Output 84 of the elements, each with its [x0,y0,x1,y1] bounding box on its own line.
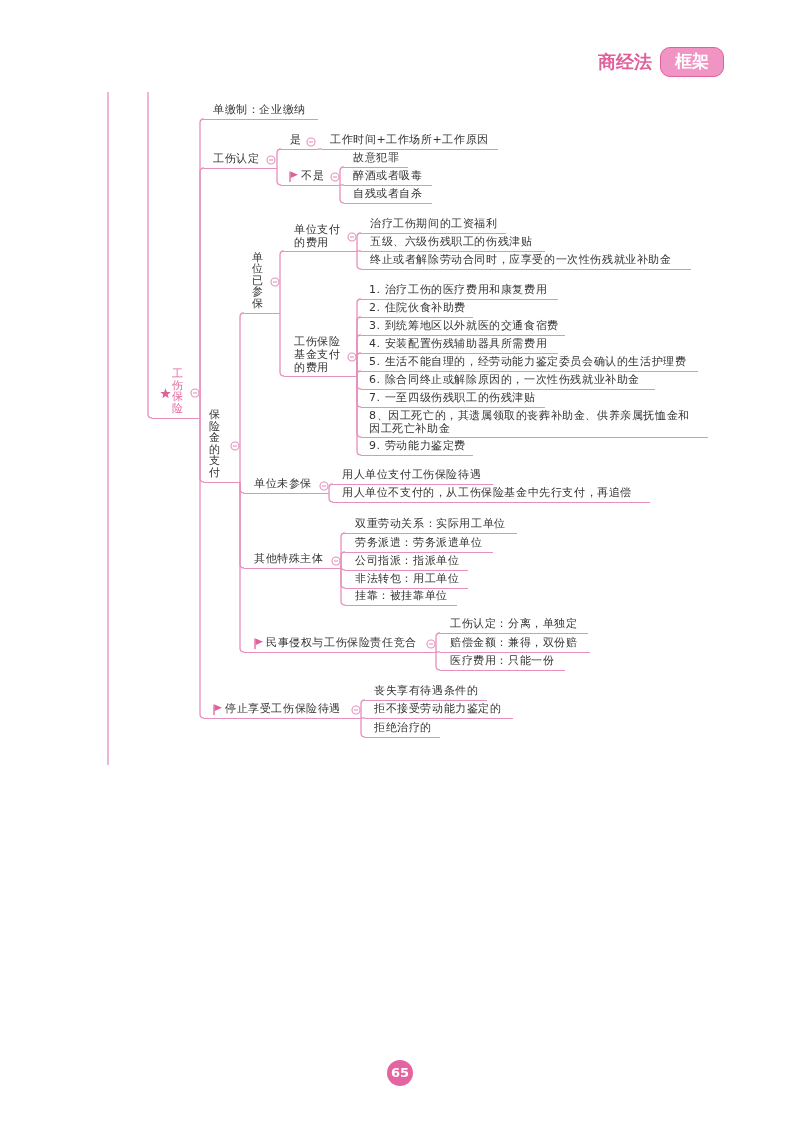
branch-connector [435,651,441,671]
topic-text: 双重劳动关系：实际用工单位 [355,515,506,531]
branch-connector [360,717,366,738]
topic-text: 挂靠：被挂靠单位 [355,587,448,603]
topic-text: 单位未参保 [254,475,312,491]
topic-text: 民事侵权与工伤保险责任竞合 [266,634,417,650]
branch-connector [239,481,245,653]
branch-connector [339,184,345,204]
topic-node [204,699,361,719]
topic-text: 用人单位不支付的，从工伤保险基金中先行支付，再追偿 [342,484,632,500]
topic-text: 6. 除合同终止或解除原因的，一次性伤残就业补助金 [369,371,640,387]
topic-text: 劳务派遣：劳务派遣单位 [355,534,483,550]
topic-text: 拒绝治疗的 [374,719,432,735]
topic-text: 工伤认定：分离，单独定 [450,615,578,631]
branch-connector [239,312,245,483]
topic-text: 保险金的支付 [209,409,221,479]
branch-connector [147,91,153,419]
branch-connector [340,551,346,569]
topic-text: 不是 [301,167,325,183]
topic-node [204,406,240,483]
topic-node [284,221,357,252]
topic-text: 7. 一至四级伤残职工的伤残津贴 [369,389,536,405]
topic-text: 工伤保险 [172,368,184,415]
branch-connector [356,250,362,252]
branch-connector [435,651,441,653]
topic-text: 工伤认定 [213,150,260,166]
branch-connector [317,148,323,150]
branch-connector [340,565,346,571]
topic-text: 非法转包：用工单位 [355,570,460,586]
topic-text: 工作时间+工作场所+工作原因 [330,131,489,147]
branch-connector [356,232,362,252]
topic-node [361,407,708,438]
topic-text: 五级、六级伤残职工的伤残津贴 [370,233,533,249]
topic-text: 公司指派：指派单位 [355,552,460,568]
branch-connector [328,492,334,503]
topic-text: 9. 劳动能力鉴定费 [369,437,466,453]
branch-connector [435,632,441,653]
topic-text: 8、因工死亡的，其遗属领取的丧葬补助金、供养亲属抚恤金和因工死亡补助金 [369,408,691,435]
topic-text: 故意犯罪 [353,149,400,165]
topic-text: 拒不接受劳动能力鉴定的 [374,700,502,716]
page-number: 65 [387,1060,413,1086]
topic-text: 其他特殊主体 [254,550,324,566]
topic-text: 单位支付的费用 [294,222,342,249]
topic-text: 终止或者解除劳动合同时，应享受的一次性伤残就业补助金 [370,251,672,267]
branch-connector [356,250,362,270]
topic-node [365,699,513,719]
topic-text: 医疗费用：只能一份 [450,652,555,668]
topic-node [361,250,691,270]
topic-text: 4. 安装配置伤残辅助器具所需费用 [369,335,548,351]
topic-text: 5. 生活不能自理的，经劳动能力鉴定委员会确认的生活护理费 [369,353,687,369]
branch-connector [279,312,285,377]
branch-connector [339,184,345,186]
topic-text: 是 [290,131,302,147]
branch-connector [199,167,205,419]
branch-connector [279,250,285,314]
header-badge: 框架 [660,47,724,77]
branch-connector [356,352,362,377]
branch-connector [328,483,334,494]
topic-text: 用人单位支付工伤保险待遇 [342,466,482,482]
branch-connector [360,699,366,719]
branch-connector [199,417,205,719]
topic-text: 单位已参保 [252,251,264,310]
topic-text: 醉酒或者吸毒 [353,167,423,183]
topic-text: 工伤保险基金支付的费用 [294,334,342,374]
branch-connector [360,717,366,719]
topic-node [244,249,280,314]
topic-text: 治疗工伤期间的工资福利 [370,215,498,231]
topic-text: 自残或者自杀 [353,185,423,201]
topic-node [152,366,200,419]
topic-text: 停止享受工伤保险待遇 [225,700,341,716]
topic-text: 丧失享有待遇条件的 [374,682,479,698]
header-title: 商经法 [598,50,652,74]
branch-connector [356,375,362,456]
topic-text: 1. 治疗工伤的医疗费用和康复费用 [369,281,548,297]
branch-connector [356,370,362,377]
topic-text: 赔偿金额：兼得，双份赔 [450,634,578,650]
topic-text: 单缴制：企业缴纳 [213,101,306,117]
branch-connector [276,148,282,169]
branch-connector [339,166,345,186]
topic-node [284,333,357,377]
topic-text: 2. 住院伙食补助费 [369,299,466,315]
topic-text: 3. 到统筹地区以外就医的交通食宿费 [369,317,559,333]
branch-connector [340,567,346,606]
branch-connector [276,167,282,186]
